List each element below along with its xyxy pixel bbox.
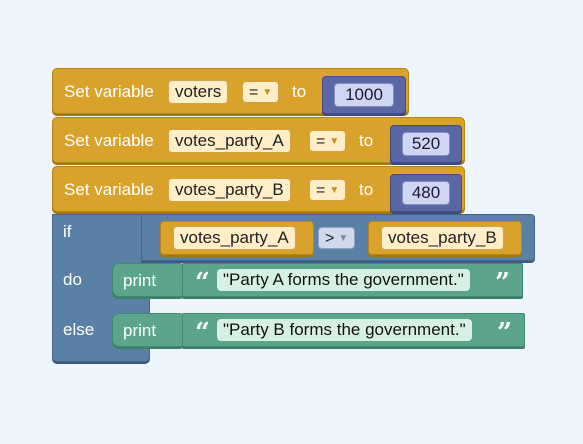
comparison-right-block[interactable]: votes_party_B xyxy=(368,221,522,255)
variable-dropdown-votes-party-a[interactable]: votes_party_A xyxy=(168,129,291,153)
number-field[interactable]: 480 xyxy=(402,181,450,205)
variable-name: votes_party_A xyxy=(180,228,289,247)
close-quote-icon: ” xyxy=(497,318,512,348)
variable-name: voters xyxy=(175,82,222,101)
caret-down-icon: ▼ xyxy=(329,185,340,196)
else-label: else xyxy=(63,320,95,339)
to-label: to xyxy=(359,131,374,150)
number-field[interactable]: 520 xyxy=(402,132,450,156)
if-label: if xyxy=(63,222,72,241)
set-variable-label: Set variable xyxy=(64,131,154,150)
text-block-do[interactable]: “ "Party A forms the government." ” xyxy=(182,263,523,297)
number-field[interactable]: 1000 xyxy=(334,83,394,107)
caret-down-icon: ▼ xyxy=(262,87,273,98)
comparison-operator-dropdown[interactable]: >▼ xyxy=(318,227,356,249)
number-block-520[interactable]: 520 xyxy=(390,125,462,163)
set-variable-block-voters[interactable]: Set variable voters =▼ to 1000 xyxy=(52,68,409,114)
operator-dropdown[interactable]: =▼ xyxy=(309,130,347,152)
print-label: print xyxy=(123,271,157,290)
variable-name: votes_party_A xyxy=(175,131,284,150)
operator-dropdown[interactable]: =▼ xyxy=(309,179,347,201)
operator-value: = xyxy=(316,133,326,151)
open-quote-icon: “ xyxy=(195,268,210,298)
comparison-left-block[interactable]: votes_party_A xyxy=(160,221,314,255)
open-quote-icon: “ xyxy=(195,318,210,348)
set-variable-block-votes-party-a[interactable]: Set variable votes_party_A =▼ to 520 xyxy=(52,117,465,163)
text-field-do[interactable]: "Party A forms the government." xyxy=(217,269,470,291)
operator-value: = xyxy=(316,182,326,200)
variable-dropdown-votes-party-b[interactable]: votes_party_B xyxy=(168,178,291,202)
text-block-else[interactable]: “ "Party B forms the government." ” xyxy=(182,313,525,347)
set-variable-block-votes-party-b[interactable]: Set variable votes_party_B =▼ to 480 xyxy=(52,166,465,212)
text-field-else[interactable]: "Party B forms the government." xyxy=(217,319,472,341)
variable-name: votes_party_B xyxy=(388,228,497,247)
set-variable-label: Set variable xyxy=(64,180,154,199)
close-quote-icon: ” xyxy=(495,268,510,298)
do-label: do xyxy=(63,270,82,289)
variable-dropdown-votes-party-b[interactable]: votes_party_B xyxy=(381,226,504,250)
caret-down-icon: ▼ xyxy=(329,136,340,147)
print-block-do[interactable]: print xyxy=(112,263,186,297)
operator-value: > xyxy=(325,230,335,248)
to-label: to xyxy=(359,180,374,199)
variable-name: votes_party_B xyxy=(175,180,284,199)
set-variable-label: Set variable xyxy=(64,82,154,101)
caret-down-icon: ▼ xyxy=(338,233,349,244)
to-label: to xyxy=(292,82,307,101)
variable-dropdown-voters[interactable]: voters xyxy=(168,80,229,104)
variable-dropdown-votes-party-a[interactable]: votes_party_A xyxy=(173,226,296,250)
operator-dropdown[interactable]: =▼ xyxy=(242,81,280,103)
number-block-1000[interactable]: 1000 xyxy=(322,76,406,114)
print-block-else[interactable]: print xyxy=(112,313,186,347)
operator-value: = xyxy=(249,84,259,102)
number-block-480[interactable]: 480 xyxy=(390,174,462,212)
print-label: print xyxy=(123,321,157,340)
